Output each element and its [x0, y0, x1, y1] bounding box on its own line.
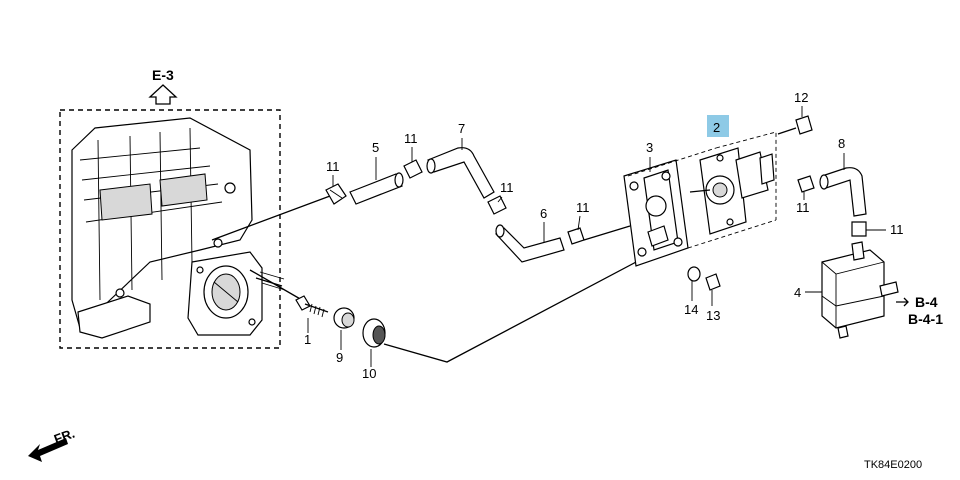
part-2-solenoid-valve[interactable]: [689, 147, 775, 235]
callout-3[interactable]: 3: [646, 140, 653, 155]
callout-2[interactable]: 2: [713, 120, 720, 135]
part-1-bolt[interactable]: [295, 295, 329, 318]
part-4-chamber[interactable]: [821, 241, 899, 339]
part-7-hose[interactable]: [426, 147, 495, 199]
direction-label: FR.: [52, 426, 77, 447]
part-14-washer[interactable]: [687, 266, 701, 282]
callout-6[interactable]: 6: [540, 206, 547, 221]
front-arrow-icon: [28, 438, 68, 462]
callout-11c[interactable]: 11: [500, 180, 514, 195]
part-11-clamp-b[interactable]: [403, 159, 423, 179]
part-11-clamp-a[interactable]: [325, 183, 347, 205]
callout-8[interactable]: 8: [838, 136, 845, 151]
callout-9[interactable]: 9: [336, 350, 343, 365]
part-10-seal[interactable]: [362, 318, 386, 348]
callout-5[interactable]: 5: [372, 140, 379, 155]
callout-14[interactable]: 14: [684, 302, 698, 317]
part-12-bolt[interactable]: [777, 115, 813, 135]
callout-2-highlight: [707, 115, 729, 137]
callout-1[interactable]: 1: [304, 332, 311, 347]
callout-12[interactable]: 12: [794, 90, 808, 105]
callout-7[interactable]: 7: [458, 121, 465, 136]
part-5-hose[interactable]: [349, 172, 404, 205]
up-arrow-icon: [148, 84, 178, 105]
callout-11f[interactable]: 11: [890, 222, 904, 237]
part-3-bracket[interactable]: [623, 159, 689, 267]
reference-e3[interactable]: E-3: [152, 67, 174, 83]
part-11-clamp-c[interactable]: [487, 195, 507, 215]
callout-13[interactable]: 13: [706, 308, 720, 323]
callout-4[interactable]: 4: [794, 285, 801, 300]
part-11-clamp-d[interactable]: [567, 227, 585, 245]
callout-11a[interactable]: 11: [326, 159, 340, 174]
callout-11b[interactable]: 11: [404, 131, 418, 146]
part-13-nut[interactable]: [705, 273, 721, 291]
callout-11e[interactable]: 11: [796, 200, 810, 215]
callout-10[interactable]: 10: [362, 366, 376, 381]
reference-b4[interactable]: B-4: [915, 294, 938, 310]
throttle-body[interactable]: [187, 251, 286, 336]
part-8-hose[interactable]: [819, 167, 867, 217]
part-11-clamp-f[interactable]: [851, 221, 867, 237]
reference-b41[interactable]: B-4-1: [908, 311, 943, 327]
part-9-grommet[interactable]: [333, 307, 355, 329]
manifold-group-box: [59, 109, 281, 349]
part-11-clamp-e[interactable]: [797, 175, 815, 193]
intake-manifold[interactable]: [71, 117, 253, 339]
diagram-code: TK84E0200: [864, 459, 922, 471]
right-arrow-icon: [896, 297, 909, 307]
callout-11d[interactable]: 11: [576, 200, 590, 215]
part-6-hose[interactable]: [495, 224, 565, 263]
